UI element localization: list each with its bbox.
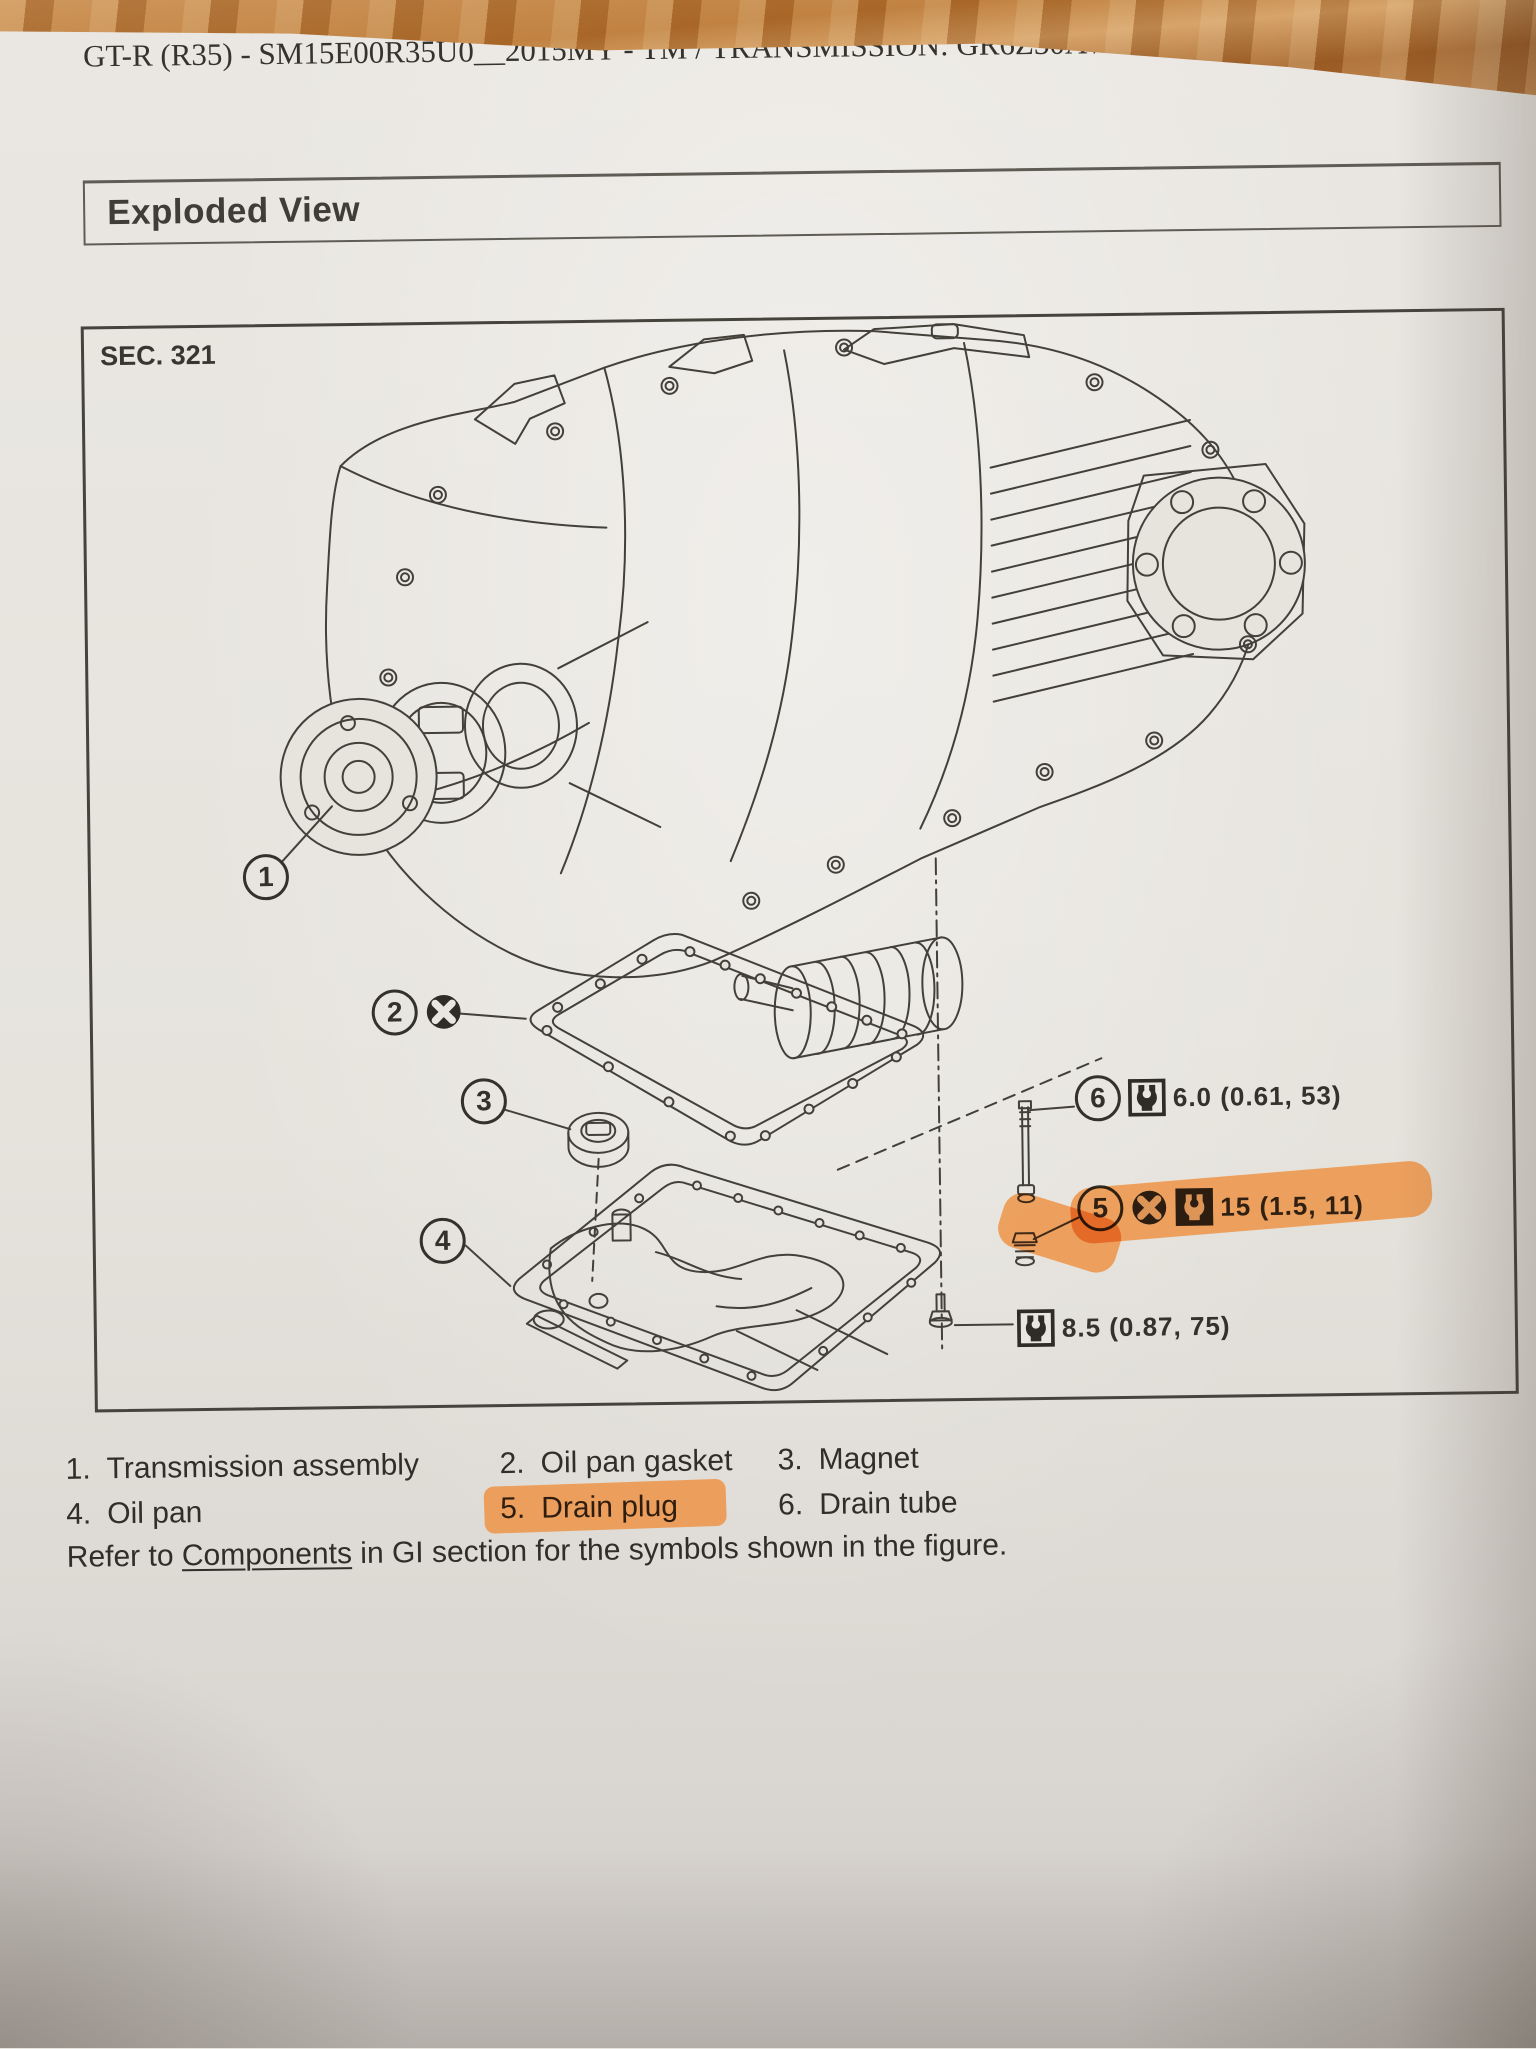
callout-6-balloon: 6 (1074, 1074, 1122, 1122)
legend-item-6: 6. Drain tube (777, 1486, 958, 1522)
reference-note: Refer to Components in GI section for th… (66, 1528, 1008, 1574)
callout-2-balloon: 2 (371, 989, 419, 1036)
torque-spec-pan-bolt: 8.5 (0.87, 75) (1016, 1303, 1231, 1352)
highlight-marker-drain-plug-legend (483, 1478, 727, 1534)
torque-value: 8.5 (0.87, 75) (1061, 1310, 1231, 1343)
sec-label: SEC. 321 (99, 339, 216, 372)
callout-2-oil-pan-gasket: 2 (371, 989, 463, 1036)
legend-item-1: 1. Transmission assembly (65, 1448, 420, 1486)
torque-wrench-icon (1016, 1309, 1055, 1348)
section-heading-box: Exploded View (82, 161, 1502, 246)
transmission-exploded-line-art (279, 323, 1306, 1392)
legend-item-4: 4. Oil pan (66, 1496, 203, 1531)
torque-value: 6.0 (0.61, 53) (1172, 1079, 1342, 1112)
legend-item-2: 2. Oil pan gasket (499, 1444, 733, 1481)
torque-spec-drain-tube: 6 6.0 (0.61, 53) (1074, 1072, 1342, 1122)
section-heading: Exploded View (106, 189, 361, 233)
torque-wrench-icon (1127, 1078, 1166, 1117)
components-link: Components (181, 1537, 353, 1573)
exploded-view-diagram: SEC. 321 1 2 3 4 6 6.0 (0.61, 53 (80, 307, 1519, 1413)
legend-item-3: 3. Magnet (777, 1441, 919, 1477)
replace-always-icon (426, 994, 461, 1029)
